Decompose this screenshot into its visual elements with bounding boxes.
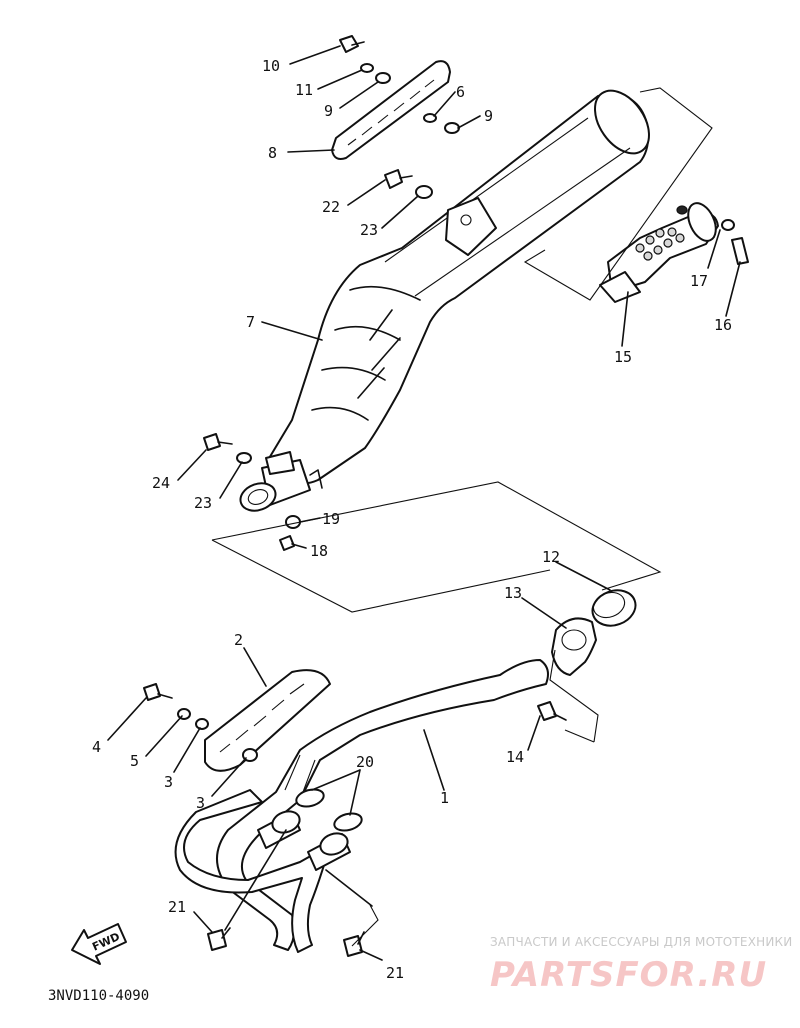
exhaust-pipe [174,659,549,953]
spark-arrester [599,202,719,303]
label-8: 8 [268,144,277,162]
label-20: 20 [356,753,374,771]
label-17: 17 [690,272,708,290]
label-6: 6 [456,83,465,101]
label-10: 10 [262,57,280,75]
label-23-top: 23 [360,221,378,239]
fwd-arrow-icon: FWD [71,923,127,965]
label-7: 7 [246,313,255,331]
label-21-left: 21 [168,898,186,916]
joint-gasket [591,589,637,627]
label-18: 18 [310,542,328,560]
label-19: 19 [322,510,340,528]
label-15: 15 [614,348,632,366]
label-16: 16 [714,316,732,334]
clamp [551,617,597,676]
label-12: 12 [542,548,560,566]
label-24: 24 [152,474,170,492]
bolts-and-washers [143,35,749,957]
label-1: 1 [440,789,449,807]
label-21-right: 21 [386,964,404,982]
label-3-lower: 3 [196,794,205,812]
label-23-lower: 23 [194,494,212,512]
muffler-heat-protector [331,60,451,160]
label-2: 2 [234,631,243,649]
muffler [239,89,650,512]
watermark-brand: PARTSFOR.RU [490,955,767,995]
label-13: 13 [504,584,522,602]
label-11: 11 [295,81,313,99]
label-5: 5 [130,752,139,770]
label-9-left: 9 [324,102,333,120]
leader-lines [107,45,741,961]
part-labels: 10 11 9 6 9 8 22 23 7 17 16 15 24 23 19 … [92,57,732,982]
label-14: 14 [506,748,524,766]
watermark: ЗАПЧАСТИ И АКСЕССУАРЫ ДЛЯ МОТОТЕХНИКИ PA… [490,935,792,995]
watermark-tagline: ЗАПЧАСТИ И АКСЕССУАРЫ ДЛЯ МОТОТЕХНИКИ [490,935,792,949]
label-4: 4 [92,738,101,756]
pipe-heat-protector [204,669,331,772]
label-22: 22 [322,198,340,216]
assembly-outlines [211,87,713,947]
catalog-code: 3NVD110-4090 [48,988,149,1004]
label-3-upper: 3 [164,773,173,791]
label-9-right: 9 [484,107,493,125]
